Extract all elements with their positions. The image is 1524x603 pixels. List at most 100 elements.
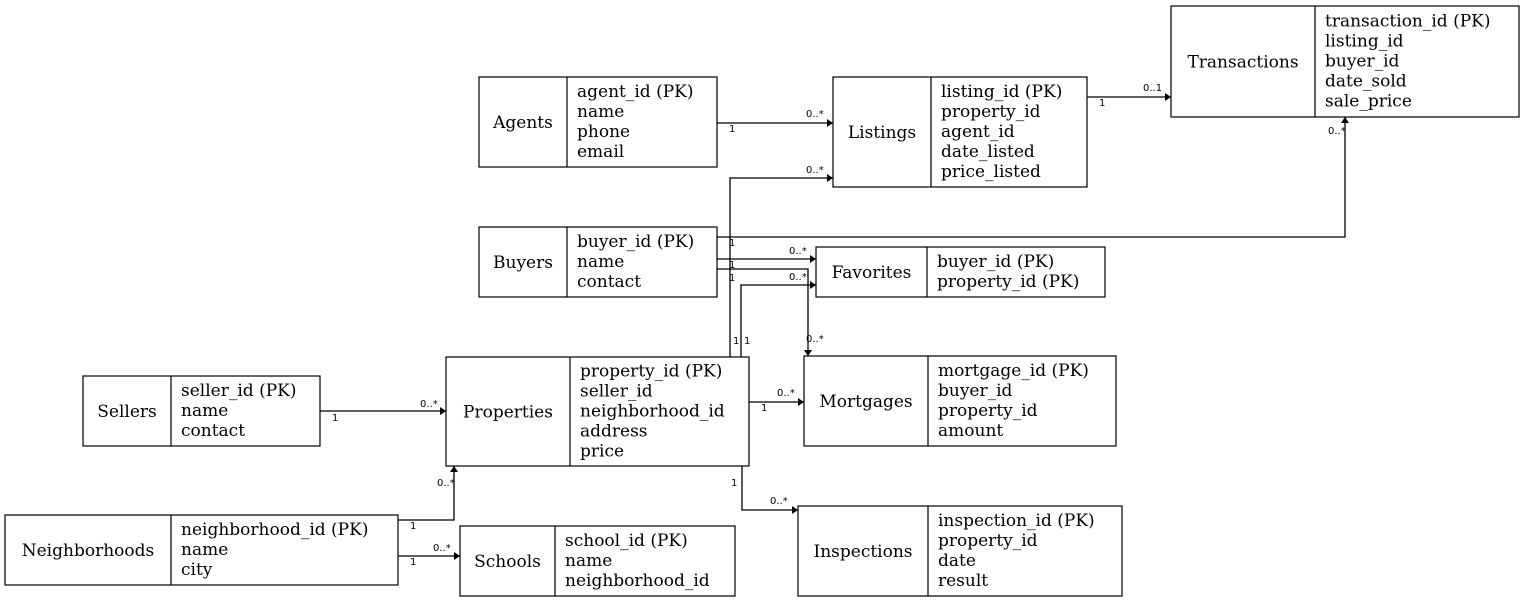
entity-field: name	[577, 102, 624, 122]
entity-title-favorites: Favorites	[832, 263, 912, 283]
arrowhead-icon	[827, 119, 833, 127]
entity-field: contact	[181, 421, 245, 441]
entity-field: property_id	[938, 401, 1038, 421]
arrowhead-icon	[450, 466, 458, 472]
entity-field: transaction_id (PK)	[1325, 12, 1491, 32]
relationship-line	[740, 284, 816, 357]
multiplicity-from: 1	[410, 557, 416, 568]
multiplicity-to: 0..*	[1328, 126, 1346, 137]
entity-box-inspections	[797, 505, 1123, 597]
entity-box-neighborhoods	[4, 514, 399, 586]
relationship-listings-transactions	[1087, 93, 1171, 101]
relationship-line	[398, 466, 455, 521]
entity-title-sellers: Sellers	[97, 402, 157, 422]
arrowhead-icon	[454, 552, 460, 560]
arrowhead-icon	[1341, 117, 1349, 123]
entity-field: inspection_id (PK)	[938, 511, 1095, 531]
multiplicity-from: 1	[729, 260, 735, 271]
entity-field: property_id (PK)	[937, 272, 1079, 292]
relationship-lines	[320, 93, 1349, 560]
arrowhead-icon	[827, 174, 833, 182]
relationship-buyers-transactions	[717, 117, 1349, 238]
arrowhead-icon	[798, 398, 804, 406]
relationship-properties-inspections	[741, 466, 798, 514]
entity-favorites: Favorites buyer_id (PK)property_id (PK)	[815, 246, 1106, 298]
relationship-properties-favorites	[740, 281, 816, 357]
arrowhead-icon	[810, 281, 816, 289]
multiplicity-from: 1	[729, 238, 735, 249]
entity-box-properties	[445, 356, 750, 467]
relationship-sellers-properties	[320, 407, 446, 415]
entity-field: buyer_id	[1325, 52, 1400, 72]
multiplicity-from: 1	[1099, 98, 1105, 109]
relationship-buyers-mortgages	[717, 268, 812, 356]
relationship-line	[729, 177, 833, 357]
entity-field: date_listed	[941, 142, 1035, 162]
entity-field: buyer_id	[938, 381, 1013, 401]
entity-field: price	[580, 442, 624, 462]
entity-title-transactions: Transactions	[1187, 53, 1298, 73]
entity-box-listings	[832, 76, 1088, 188]
relationship-properties-mortgages	[749, 398, 804, 406]
multiplicity-from: 1	[729, 273, 735, 284]
entity-field: result	[938, 571, 988, 591]
multiplicity-to: 0..*	[420, 399, 438, 410]
multiplicity-from: 1	[733, 336, 739, 347]
entity-field: buyer_id (PK)	[937, 252, 1054, 272]
entity-field: neighborhood_id	[565, 571, 710, 591]
relationship-neighborhoods-properties	[398, 466, 458, 521]
entity-field: agent_id (PK)	[577, 82, 694, 102]
entity-title-inspections: Inspections	[813, 542, 912, 562]
entity-box-mortgages	[803, 355, 1117, 447]
relationship-neighborhoods-schools	[398, 552, 460, 560]
entity-field: price_listed	[941, 162, 1041, 182]
multiplicity-from: 1	[332, 413, 338, 424]
multiplicity-to: 0..*	[777, 388, 795, 399]
entity-field: date	[938, 551, 976, 571]
entity-box-buyers	[478, 226, 718, 298]
entity-field: address	[580, 422, 648, 442]
multiplicity-from: 1	[410, 521, 416, 532]
arrowhead-icon	[804, 350, 812, 356]
relationship-buyers-favorites	[717, 255, 816, 263]
multiplicity-to: 0..*	[789, 246, 807, 257]
multiplicity-from: 1	[731, 478, 737, 489]
multiplicity-to: 0..*	[806, 109, 824, 120]
entity-field: phone	[577, 122, 630, 142]
entity-box-transactions	[1170, 5, 1520, 118]
entity-title-listings: Listings	[848, 123, 916, 143]
multiplicity-to: 0..*	[433, 543, 451, 554]
entity-transactions: Transactions transaction_id (PK)listing_i…	[1170, 5, 1520, 118]
multiplicity-to: 0..*	[806, 334, 824, 345]
entity-title-buyers: Buyers	[493, 253, 553, 273]
entity-field: email	[577, 142, 624, 162]
multiplicity-from: 1	[744, 336, 750, 347]
entity-field: property_id	[941, 102, 1041, 122]
entity-field: name	[565, 551, 612, 571]
relationship-line	[717, 117, 1346, 238]
multiplicity-to: 0..*	[437, 478, 455, 489]
multiplicity-to: 0..*	[770, 496, 788, 507]
entity-field: listing_id	[1325, 32, 1404, 52]
entity-box-sellers	[82, 375, 321, 447]
entity-mortgages: Mortgages mortgage_id (PK)buyer_idpropert…	[803, 355, 1117, 447]
entity-box-favorites	[815, 246, 1106, 298]
entity-title-schools: Schools	[474, 552, 541, 572]
entity-title-properties: Properties	[463, 403, 553, 423]
entity-field: mortgage_id (PK)	[938, 361, 1089, 381]
entity-field: contact	[577, 272, 641, 292]
relationship-properties-listings	[729, 174, 833, 357]
entity-field: seller_id	[580, 382, 653, 402]
arrowhead-icon	[1165, 93, 1171, 101]
entity-field: name	[577, 252, 624, 272]
entity-title-mortgages: Mortgages	[819, 392, 912, 412]
relationship-agents-listings	[717, 119, 833, 127]
entity-field: date_sold	[1325, 72, 1407, 92]
entity-field: name	[181, 401, 228, 421]
entity-field: seller_id (PK)	[181, 381, 296, 401]
